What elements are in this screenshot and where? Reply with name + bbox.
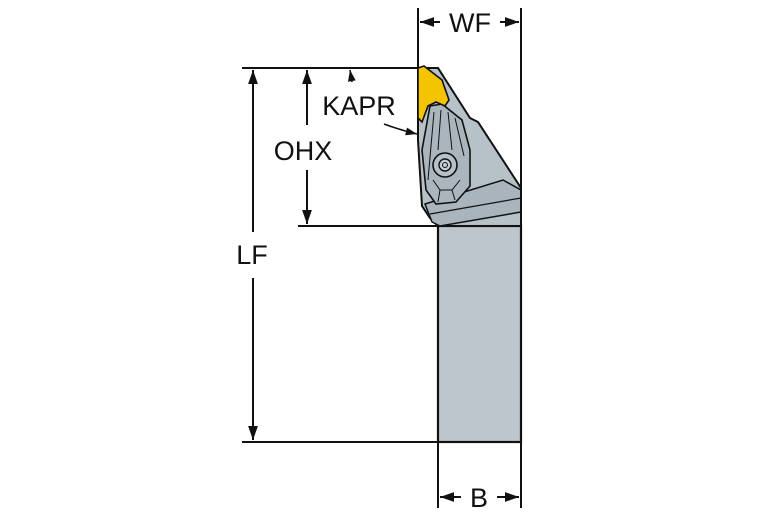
dimension-b: B	[440, 483, 519, 513]
label-kapr: KAPR	[322, 91, 396, 121]
cutting-insert	[417, 65, 450, 124]
label-b: B	[470, 483, 488, 513]
label-wf: WF	[449, 8, 491, 38]
dimension-kapr: KAPR	[322, 69, 418, 136]
dimension-wf: WF	[420, 8, 519, 38]
dimension-lf: LF	[236, 70, 268, 440]
extension-lines	[242, 8, 522, 508]
tool-shank	[436, 224, 523, 444]
label-lf: LF	[236, 240, 268, 270]
dimension-ohx: OHX	[274, 70, 333, 224]
clamp-screw-icon	[432, 152, 458, 178]
label-ohx: OHX	[274, 136, 333, 166]
tool-head	[417, 67, 522, 227]
